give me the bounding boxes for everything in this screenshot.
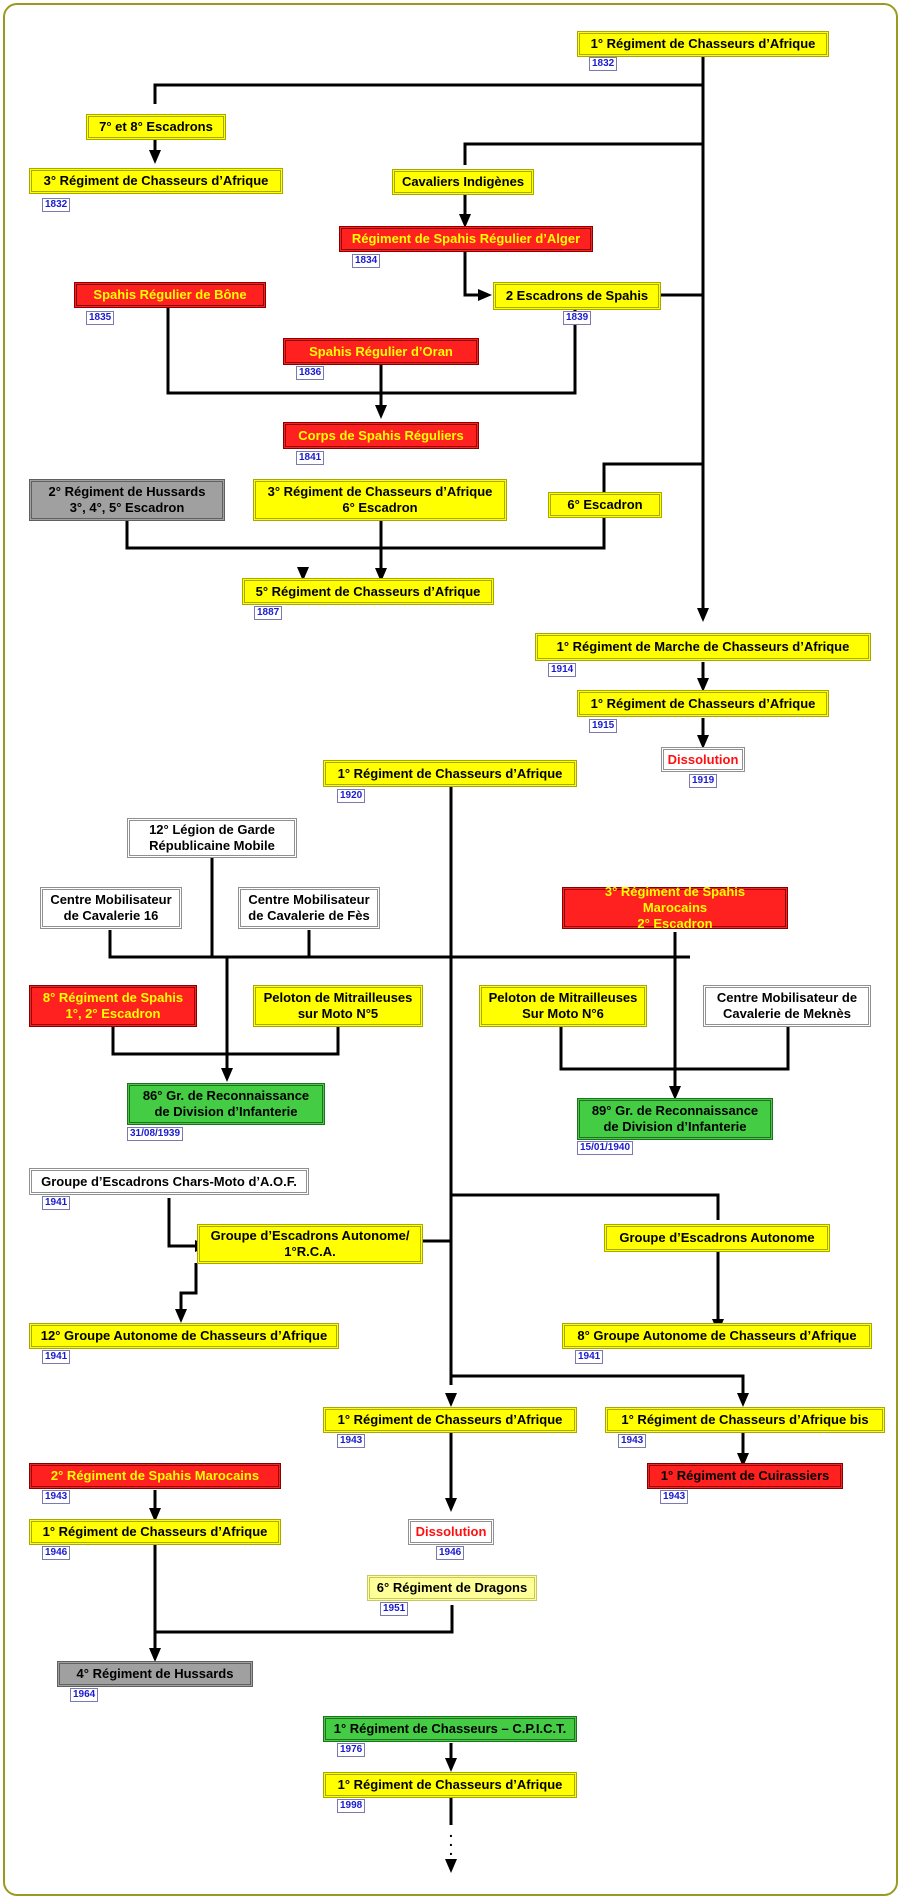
year-badge: 1832 bbox=[589, 57, 618, 71]
unit-spahis-alger: Régiment de Spahis Régulier d’Alger bbox=[339, 226, 593, 252]
unit-cavaliers-indigenes: Cavaliers Indigènes bbox=[392, 169, 534, 195]
unit-86-gr-reconnaissance: 86° Gr. de Reconnaissance de Division d’… bbox=[127, 1083, 325, 1125]
unit-3rca-6e-escadron: 3° Régiment de Chasseurs d’Afrique 6° Es… bbox=[253, 479, 507, 521]
year-badge: 1998 bbox=[337, 1799, 366, 1813]
unit-5rca: 5° Régiment de Chasseurs d’Afrique bbox=[242, 578, 494, 605]
year-badge: 1943 bbox=[42, 1490, 71, 1504]
unit-1rca-1946: 1° Régiment de Chasseurs d’Afrique bbox=[29, 1519, 281, 1545]
unit-dissolution-1946: Dissolution bbox=[408, 1519, 494, 1545]
year-badge: 1951 bbox=[380, 1602, 409, 1616]
unit-spahis-bone: Spahis Régulier de Bône bbox=[74, 282, 266, 308]
unit-spahis-oran: Spahis Régulier d’Oran bbox=[283, 338, 479, 365]
year-badge: 1943 bbox=[618, 1434, 647, 1448]
continuation-dots: ... bbox=[449, 1824, 453, 1858]
unit-dissolution-1919: Dissolution bbox=[661, 747, 745, 772]
year-badge: 1941 bbox=[42, 1350, 71, 1364]
unit-8-gaca: 8° Groupe Autonome de Chasseurs d’Afriqu… bbox=[562, 1323, 872, 1349]
unit-1rca-1943: 1° Régiment de Chasseurs d’Afrique bbox=[323, 1407, 577, 1433]
year-badge: 1887 bbox=[254, 606, 283, 620]
unit-peloton-moto-5: Peloton de Mitrailleuses sur Moto N°5 bbox=[253, 985, 423, 1027]
year-badge: 1943 bbox=[660, 1490, 689, 1504]
unit-1rca-1998: 1° Régiment de Chasseurs d’Afrique bbox=[323, 1772, 577, 1798]
unit-7-8-escadrons: 7° et 8° Escadrons bbox=[86, 114, 226, 140]
unit-3-spahis-marocains: 3° Régiment de Spahis Marocains 2° Escad… bbox=[562, 884, 788, 931]
unit-1-cuirassiers: 1° Régiment de Cuirassiers bbox=[647, 1463, 843, 1489]
unit-3rca: 3° Régiment de Chasseurs d’Afrique bbox=[29, 168, 283, 194]
unit-centre-mob-16: Centre Mobilisateur de Cavalerie 16 bbox=[40, 887, 182, 929]
year-badge: 1943 bbox=[337, 1434, 366, 1448]
year-badge: 1835 bbox=[86, 311, 115, 325]
unit-2-hussards: 2° Régiment de Hussards 3°, 4°, 5° Escad… bbox=[29, 479, 225, 521]
unit-peloton-moto-6: Peloton de Mitrailleuses Sur Moto N°6 bbox=[479, 985, 647, 1027]
unit-12-legion-garde: 12° Légion de Garde Républicaine Mobile bbox=[127, 818, 297, 858]
year-badge: 1941 bbox=[42, 1196, 71, 1210]
year-badge: 1919 bbox=[689, 774, 718, 788]
year-badge: 1836 bbox=[296, 366, 325, 380]
unit-1rc-cpict: 1° Régiment de Chasseurs – C.P.I.C.T. bbox=[323, 1716, 577, 1742]
year-badge: 1964 bbox=[70, 1688, 99, 1702]
year-badge: 1834 bbox=[352, 254, 381, 268]
unit-1rca-bis: 1° Régiment de Chasseurs d’Afrique bis bbox=[605, 1407, 885, 1433]
unit-1rca-1920: 1° Régiment de Chasseurs d’Afrique bbox=[323, 760, 577, 787]
unit-1rca-1915: 1° Régiment de Chasseurs d’Afrique bbox=[577, 690, 829, 717]
unit-4-hussards: 4° Régiment de Hussards bbox=[57, 1661, 253, 1687]
unit-centre-mob-meknes: Centre Mobilisateur de Cavalerie de Mekn… bbox=[703, 985, 871, 1027]
unit-6-dragons: 6° Régiment de Dragons bbox=[367, 1575, 537, 1601]
unit-centre-mob-fes: Centre Mobilisateur de Cavalerie de Fès bbox=[238, 887, 380, 929]
unit-corps-spahis: Corps de Spahis Réguliers bbox=[283, 422, 479, 449]
unit-2-spahis-marocains: 2° Régiment de Spahis Marocains bbox=[29, 1463, 281, 1489]
unit-8-spahis: 8° Régiment de Spahis 1°, 2° Escadron bbox=[29, 985, 197, 1027]
unit-ge-chars-moto-aof: Groupe d’Escadrons Chars-Moto d’A.O.F. bbox=[29, 1168, 309, 1195]
unit-12-gaca: 12° Groupe Autonome de Chasseurs d’Afriq… bbox=[29, 1323, 339, 1349]
unit-1rmca: 1° Régiment de Marche de Chasseurs d’Afr… bbox=[535, 633, 871, 661]
unit-2-escadrons-spahis: 2 Escadrons de Spahis bbox=[493, 282, 661, 310]
year-badge: 15/01/1940 bbox=[577, 1141, 634, 1155]
year-badge: 1915 bbox=[589, 719, 618, 733]
year-badge: 1920 bbox=[337, 789, 366, 803]
year-badge: 31/08/1939 bbox=[127, 1127, 184, 1141]
unit-ge-autonome: Groupe d’Escadrons Autonome bbox=[604, 1224, 830, 1252]
year-badge: 1976 bbox=[337, 1743, 366, 1757]
year-badge: 1841 bbox=[296, 451, 325, 465]
year-badge: 1832 bbox=[42, 198, 71, 212]
year-badge: 1914 bbox=[548, 663, 577, 677]
year-badge: 1839 bbox=[563, 311, 592, 325]
unit-ge-autonome-1rca: Groupe d’Escadrons Autonome/ 1°R.C.A. bbox=[197, 1224, 423, 1264]
unit-6e-escadron: 6° Escadron bbox=[548, 492, 662, 518]
unit-1rca-1832: 1° Régiment de Chasseurs d’Afrique bbox=[577, 31, 829, 57]
year-badge: 1941 bbox=[575, 1350, 604, 1364]
year-badge: 1946 bbox=[436, 1546, 465, 1560]
year-badge: 1946 bbox=[42, 1546, 71, 1560]
unit-89-gr-reconnaissance: 89° Gr. de Reconnaissance de Division d’… bbox=[577, 1098, 773, 1140]
